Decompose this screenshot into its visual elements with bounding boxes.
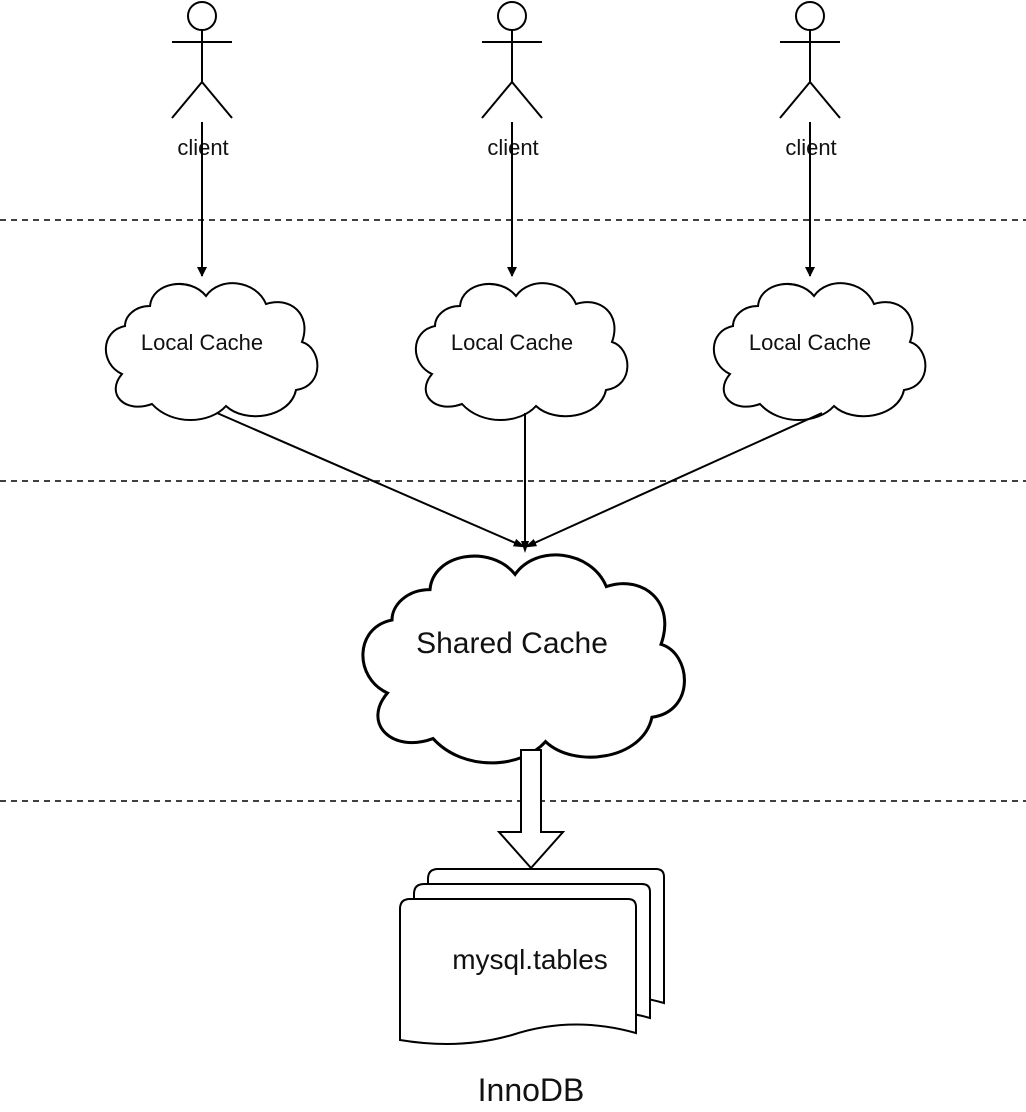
cloud-shape	[712, 282, 927, 421]
block-arrow-shared-cache-to-storage	[496, 749, 566, 870]
mysql-tables-document-stack: mysql.tables	[399, 868, 665, 1045]
local-cache-cloud-3: Local Cache	[712, 282, 927, 421]
arrow-local-cache-1-to-shared-cache	[216, 412, 526, 548]
cloud-shape	[104, 282, 319, 421]
cloud-shape	[414, 282, 629, 421]
local-cache-cloud-2: Local Cache	[414, 282, 629, 421]
shared-cache-cloud: Shared Cache	[361, 553, 686, 765]
local-cache-label-1: Local Cache	[141, 330, 263, 355]
shared-cache-label: Shared Cache	[416, 627, 608, 660]
arrow-local-cache-3-to-shared-cache	[524, 412, 823, 548]
actor-head	[795, 1, 825, 31]
mysql-tables-label: mysql.tables	[452, 944, 608, 975]
cloud-shape	[361, 553, 686, 765]
client-actor-2: client	[481, 1, 543, 160]
actor-head	[497, 1, 527, 31]
local-cache-cloud-1: Local Cache	[104, 282, 319, 421]
innodb-label: InnoDB	[478, 1072, 585, 1108]
local-cache-label-3: Local Cache	[749, 330, 871, 355]
actor-head	[187, 1, 217, 31]
local-cache-label-2: Local Cache	[451, 330, 573, 355]
document-front	[399, 898, 637, 1045]
